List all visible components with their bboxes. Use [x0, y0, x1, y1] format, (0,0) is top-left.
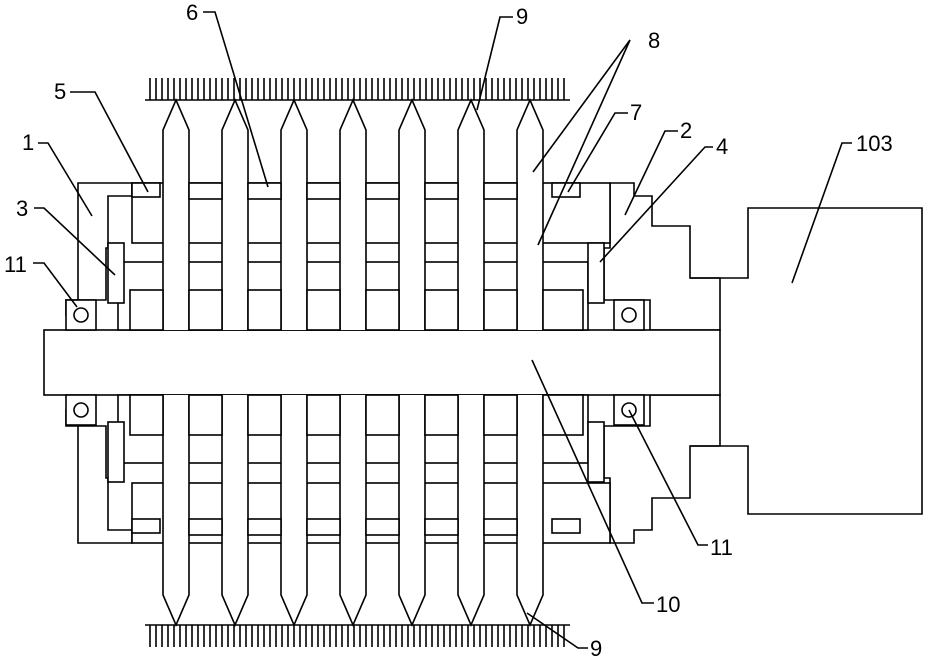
label-11-right: 11 — [710, 535, 733, 560]
spacer-bottom-2 — [307, 395, 340, 435]
blade-bottom-0 — [163, 395, 189, 625]
label-6: 6 — [186, 0, 198, 25]
spacer-bottom-0 — [189, 395, 222, 435]
label-10: 10 — [656, 592, 680, 617]
motor-box — [690, 208, 922, 514]
end-plate-left-top — [132, 183, 160, 197]
label-9-top: 9 — [516, 4, 528, 29]
label-7: 7 — [630, 100, 642, 125]
ring-bottom-0 — [189, 519, 222, 535]
label-2: 2 — [680, 118, 692, 143]
seal-right-bottom — [588, 422, 604, 482]
ring-bottom-3 — [366, 519, 399, 535]
blade-top-0 — [163, 100, 189, 330]
label-1: 1 — [22, 130, 34, 155]
spacer-top-4 — [425, 290, 458, 330]
blade-top-6 — [517, 100, 543, 330]
blade-bottom-2 — [281, 395, 307, 625]
spacer-top-2 — [307, 290, 340, 330]
label-3: 3 — [16, 196, 28, 221]
ring-top-2 — [307, 183, 340, 199]
bearing-right-top — [614, 300, 644, 330]
spacer-top-1 — [248, 290, 281, 330]
label-8: 8 — [648, 28, 660, 53]
spacer-bottom-3 — [366, 395, 399, 435]
ring-top-3 — [366, 183, 399, 199]
spacer-bottom-1 — [248, 395, 281, 435]
spacer-top-3 — [366, 290, 399, 330]
spacer-bottom-4 — [425, 395, 458, 435]
bearing-left-top — [66, 300, 96, 330]
seal-left-top — [108, 243, 124, 303]
end-plate-right-top — [552, 183, 580, 197]
blade-bottom-5 — [458, 395, 484, 625]
blade-top-5 — [458, 100, 484, 330]
blade-bottom-6 — [517, 395, 543, 625]
spacer-bottom-start — [130, 395, 163, 435]
label-4: 4 — [716, 134, 728, 159]
blade-top-1 — [222, 100, 248, 330]
blade-top-2 — [281, 100, 307, 330]
blade-bottom-3 — [340, 395, 366, 625]
spacer-top-5 — [484, 290, 517, 330]
seal-right-top — [588, 243, 604, 303]
bearing-left-bottom — [66, 395, 96, 425]
shaft — [44, 330, 720, 395]
spacer-top-start — [130, 290, 163, 330]
label-5: 5 — [54, 79, 66, 104]
label-9-bottom: 9 — [590, 636, 602, 661]
ring-bottom-5 — [484, 519, 517, 535]
label-11-left: 11 — [4, 252, 27, 277]
spacer-top-end — [543, 290, 583, 330]
ring-bottom-1 — [248, 519, 281, 535]
ring-bottom-2 — [307, 519, 340, 535]
seal-left-bottom — [108, 422, 124, 482]
ring-top-1 — [248, 183, 281, 199]
spacer-bottom-5 — [484, 395, 517, 435]
ring-top-4 — [425, 183, 458, 199]
blade-top-4 — [399, 100, 425, 330]
ring-top-0 — [189, 183, 222, 199]
ring-bottom-4 — [425, 519, 458, 535]
blade-top-3 — [340, 100, 366, 330]
blade-bottom-4 — [399, 395, 425, 625]
end-plate-right-bottom — [552, 519, 580, 533]
blade-bottom-1 — [222, 395, 248, 625]
spacer-top-0 — [189, 290, 222, 330]
ring-top-5 — [484, 183, 517, 199]
label-103: 103 — [856, 131, 893, 156]
end-plate-left-bottom — [132, 519, 160, 533]
